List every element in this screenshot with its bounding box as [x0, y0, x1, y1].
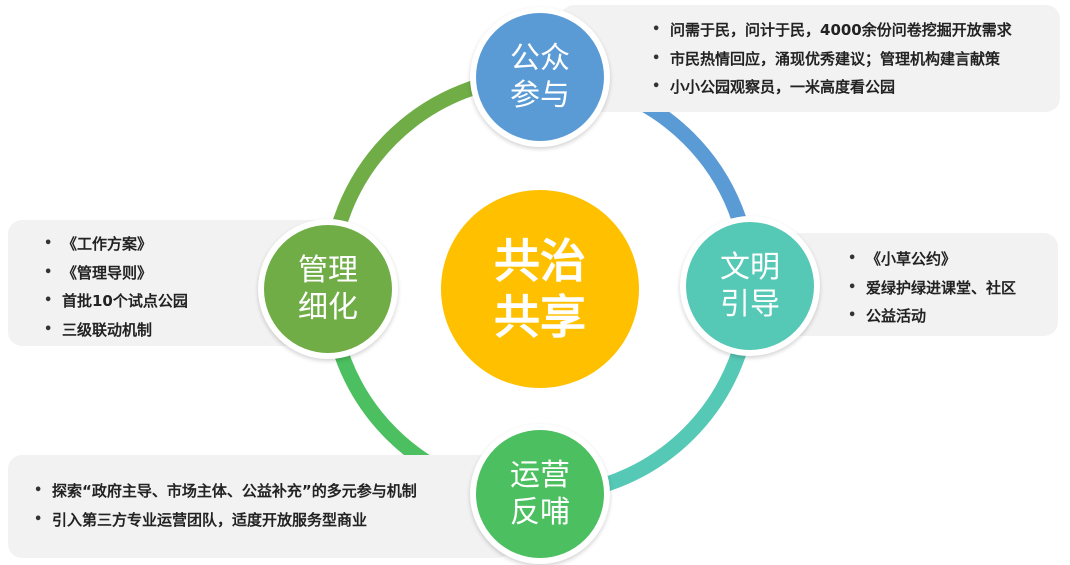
node-civilized-guidance: 文明引导 [680, 216, 820, 356]
card-operation-feedback: 探索“政府主导、市场主体、公益补充”的多元参与机制 引入第三方专业运营团队，适度… [8, 455, 512, 558]
list-item: 市民热情回应，涌现优秀建议；管理机构建言献策 [648, 45, 1060, 74]
node-label: 公众参与 [510, 41, 570, 113]
list-item: 《小草公约》 [844, 245, 1058, 274]
list-item: 小小公园观察员，一米高度看公园 [648, 73, 1060, 102]
center-circle: 共治共享 [441, 190, 639, 388]
card-public-participation: 问需于民，问计于民，4000余份问卷挖掘开放需求 市民热情回应，涌现优秀建议；管… [560, 5, 1060, 112]
list-item: 引入第三方专业运营团队，适度开放服务型商业 [30, 506, 512, 535]
node-label: 管理细化 [298, 253, 358, 325]
node-operation-feedback: 运营反哺 [470, 424, 610, 564]
list-item: 三级联动机制 [40, 316, 328, 345]
list-item: 《管理导则》 [40, 259, 328, 288]
node-public-participation: 公众参与 [470, 7, 610, 147]
list-item: 《工作方案》 [40, 230, 328, 259]
node-refined-management: 管理细化 [258, 219, 398, 359]
node-label: 文明引导 [720, 250, 780, 322]
list-item: 公益活动 [844, 302, 1058, 331]
list-item: 爱绿护绿进课堂、社区 [844, 274, 1058, 303]
list-item: 探索“政府主导、市场主体、公益补充”的多元参与机制 [30, 477, 512, 506]
node-label: 运营反哺 [510, 458, 570, 530]
list-item: 首批10个试点公园 [40, 287, 328, 316]
card-refined-management: 《工作方案》 《管理导则》 首批10个试点公园 三级联动机制 [8, 220, 328, 346]
list-item: 问需于民，问计于民，4000余份问卷挖掘开放需求 [648, 16, 1060, 45]
center-label: 共治共享 [494, 234, 586, 344]
